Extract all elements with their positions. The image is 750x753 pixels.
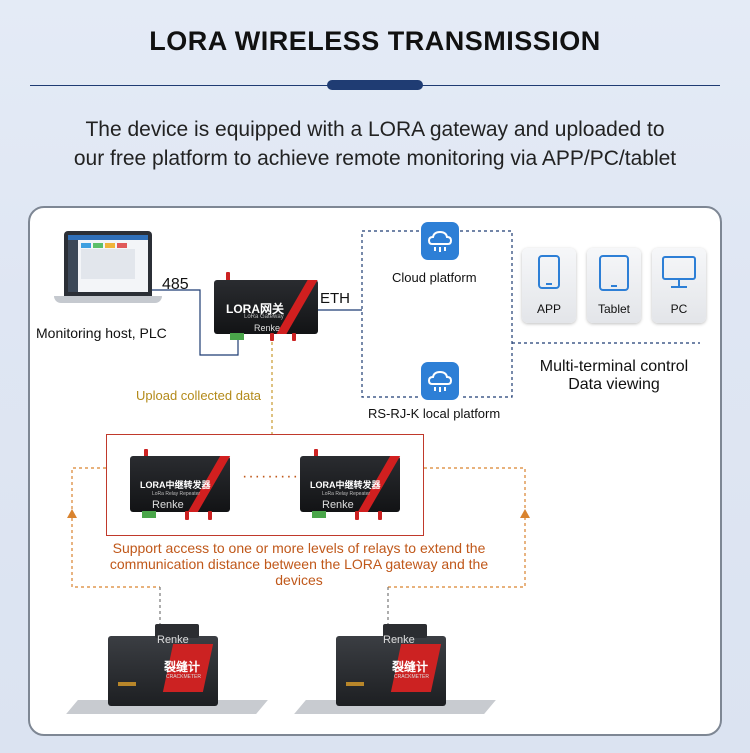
repeater-1-antenna-3 [208,511,212,520]
repeater-1-sub: LoRa Relay Repeater [152,491,201,497]
gateway-antenna [226,272,230,282]
laptop-display [68,235,148,292]
platform-bracket-right [460,230,513,398]
repeater-1-antenna [144,449,148,458]
repeater-1-antenna-2 [185,511,189,520]
crackmeter-2-sub: CRACKMETER [394,674,430,680]
upload-label: Upload collected data [136,388,262,403]
arrow-up-left [67,509,77,518]
monitoring-host-label: Monitoring host, PLC [36,325,167,341]
relay-description: Support access to one or more levels of … [70,540,528,588]
terminal-app-label: APP [536,302,561,316]
crackmeter-2-rod [346,682,364,686]
local-platform-label: RS-RJ-K local platform [368,406,501,421]
crackmeter-2-lid [383,624,427,638]
multi-terminal-line-1: Multi-terminal control [539,358,689,375]
subtitle-line-1: The device is equipped with a LORA gatew… [85,118,665,141]
subtitle: The device is equipped with a LORA gatew… [0,115,750,173]
crackmeter-1: 裂缝计 CRACKMETER [108,636,218,706]
terminal-tablet-label: Tablet [597,302,631,316]
relay-ellipsis: ········· [242,468,299,485]
gateway-antenna-2 [270,333,274,341]
repeater-1-brand: Renke [152,499,184,511]
repeater-2-antenna [314,449,318,458]
relay-repeater-1: LORA中继转发器 LoRa Relay Repeater Renke [130,456,231,512]
rs485-line [150,289,239,356]
lora-gateway: LORA网关 LoRa Gateway Renke [214,280,318,334]
gateway-brand: Renke [254,323,281,333]
terminal-pc-label: PC [670,302,688,316]
laptop-base [54,296,162,303]
relay-loop-right [388,467,526,588]
repeater-2-brand: Renke [322,499,354,511]
gateway-terminal [230,333,244,340]
crackmeter-1-rod [118,682,136,686]
crackmeter-2-name: 裂缝计 [392,660,429,674]
crackmeter-1-brand: Renke [157,634,189,646]
repeater-2-terminal [312,511,326,518]
crackmeter-1-sub: CRACKMETER [166,674,202,680]
repeater-1-terminal [142,511,156,518]
terminal-pc: PC [652,248,706,323]
laptop [64,231,152,296]
relay-description-line-2: communication distance between the LORA … [109,556,489,572]
page-title: LORA WIRELESS TRANSMISSION [149,26,601,56]
eth-label: ETH [320,290,350,307]
gateway-name: LORA网关 [226,302,284,316]
relay-group-box [106,434,424,536]
rs485-label: 485 [162,276,189,293]
repeater-1-name: LORA中继转发器 [140,480,211,490]
platform-bracket [361,230,419,398]
gateway-antenna-3 [292,333,296,341]
relay-description-line-1: Support access to one or more levels of … [112,540,486,556]
crackmeter-2: 裂缝计 CRACKMETER [336,636,446,706]
repeater-2-name: LORA中继转发器 [310,480,381,490]
gateway-sub: LoRa Gateway [244,314,284,320]
cloud-platform-label: Cloud platform [392,270,477,285]
crackmeter-2-brand: Renke [383,634,415,646]
tablet-icon [599,255,629,291]
multi-terminal-label: Multi-terminal control Data viewing [520,358,708,394]
multi-terminal-line-2: Data viewing [568,376,660,393]
crackmeter-1-lid [155,624,199,638]
cloud-platform-icon [421,222,459,260]
repeater-2-sub: LoRa Relay Repeater [322,491,371,497]
relay-description-line-3: devices [275,572,323,588]
title-divider-mark [327,80,423,90]
terminal-tablet: Tablet [587,248,641,323]
local-platform-icon [421,362,459,400]
subtitle-line-2: our free platform to achieve remote moni… [73,147,677,170]
terminal-app: APP [522,248,576,323]
monitor-icon [662,256,696,288]
phone-icon [538,255,560,289]
repeater-2-antenna-3 [378,511,382,520]
relay-repeater-2: LORA中继转发器 LoRa Relay Repeater Renke [300,456,401,512]
arrow-up-right [520,509,530,518]
repeater-2-antenna-2 [355,511,359,520]
crackmeter-1-name: 裂缝计 [164,660,201,674]
